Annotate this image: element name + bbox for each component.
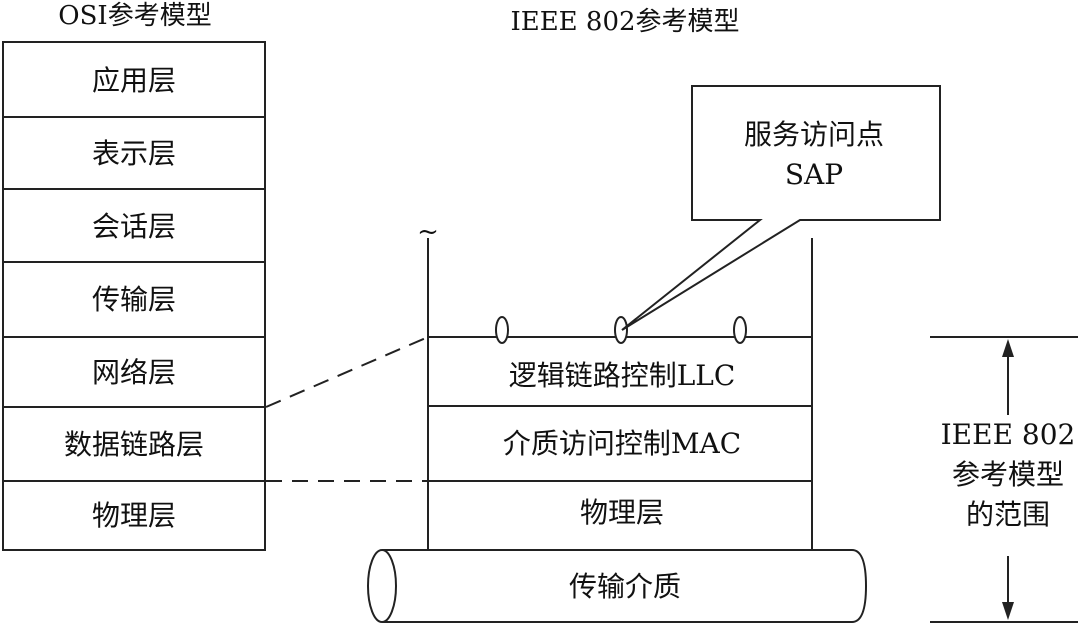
mapping-dashed-line-top	[265, 336, 429, 408]
ieee-layer-physical: 物理层	[580, 496, 664, 529]
osi-layer-application: 应用层	[92, 64, 176, 97]
sap-point-left	[495, 316, 509, 344]
scope-label-line2: 参考模型	[952, 458, 1064, 491]
tilde-mark: ~	[417, 217, 439, 247]
sap-point-right	[733, 316, 747, 344]
scope-arrow-up-head	[1002, 339, 1014, 357]
callout-text-line1: 服务访问点	[744, 118, 884, 151]
medium-cylinder-body	[382, 549, 868, 623]
osi-layer-datalink: 数据链路层	[64, 428, 204, 461]
medium-label: 传输介质	[569, 570, 681, 603]
scope-label-line1: IEEE 802	[941, 418, 1076, 451]
osi-layer-transport: 传输层	[92, 283, 176, 316]
osi-stack-frame	[2, 41, 266, 551]
osi-layer-session: 会话层	[92, 210, 176, 243]
callout-text-line2: SAP	[785, 158, 843, 191]
osi-layer-network: 网络层	[92, 356, 176, 389]
ieee-layer-llc: 逻辑链路控制LLC	[509, 359, 736, 392]
osi-layer-physical: 物理层	[92, 499, 176, 532]
osi-layer-presentation: 表示层	[92, 137, 176, 170]
callout-box	[621, 85, 941, 331]
ieee-layer-mac: 介质访问控制MAC	[503, 427, 741, 460]
ieee-title: IEEE 802参考模型	[510, 7, 739, 37]
scope-label-line3: 的范围	[966, 498, 1050, 531]
osi-title: OSI参考模型	[58, 1, 211, 31]
medium-cylinder-cap	[367, 549, 397, 623]
sap-point-middle	[614, 316, 628, 344]
scope-arrow-down-head	[1002, 602, 1014, 620]
